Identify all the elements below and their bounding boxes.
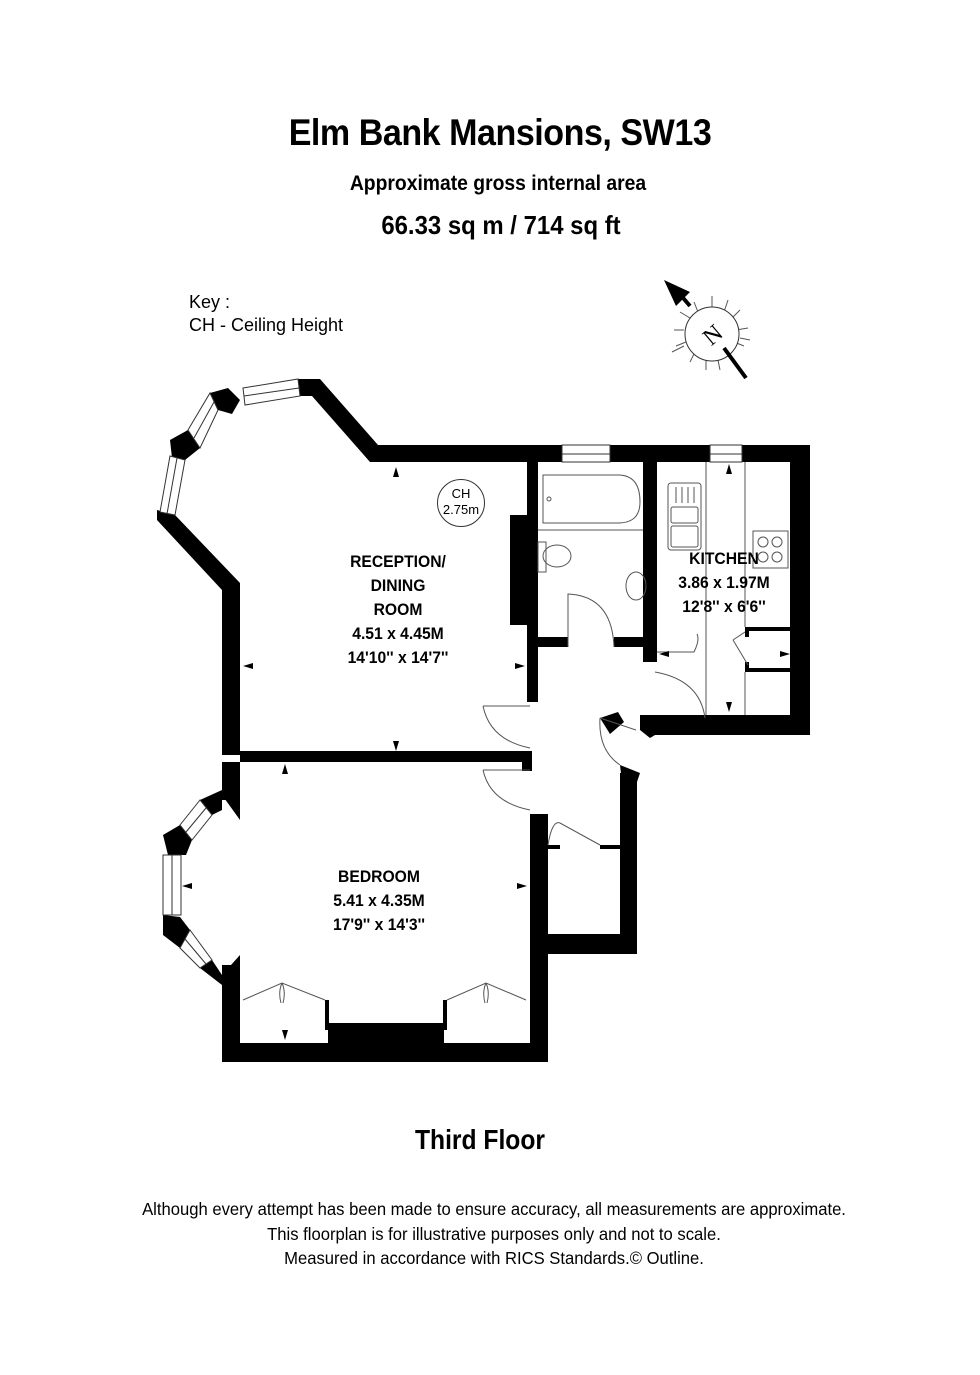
key-item-ceiling-height: CH - Ceiling Height <box>189 315 344 335</box>
room-name: ROOM <box>373 601 423 619</box>
floor-label: Third Floor <box>414 1124 546 1155</box>
room-dimensions-metric: 3.86 x 1.97M <box>678 574 770 592</box>
room-name: RECEPTION/ <box>350 553 446 571</box>
disclaimer-line: Although every attempt has been made to … <box>142 1199 846 1219</box>
toilet-bowl <box>542 544 572 568</box>
key-legend: Key : CH - Ceiling Height <box>189 291 343 337</box>
toilet-cistern <box>537 541 547 573</box>
fixtures <box>242 462 789 1004</box>
room-dimensions-imperial: 14'10'' x 14'7'' <box>347 649 449 667</box>
ceiling-height-code: CH <box>451 486 471 501</box>
bathtub <box>542 474 641 524</box>
room-name: DINING <box>370 577 426 595</box>
gross-internal-area: 66.33 sq m / 714 sq ft <box>381 210 621 240</box>
windows <box>159 378 743 969</box>
basin <box>625 571 647 601</box>
room-label-reception: RECEPTION/ DINING ROOM 4.51 x 4.45M 14'1… <box>305 550 491 670</box>
ceiling-height-badge: CH 2.75m <box>437 479 485 527</box>
kitchen-sink <box>667 482 702 551</box>
disclaimer-line: Measured in accordance with RICS Standar… <box>284 1248 704 1268</box>
room-name: KITCHEN <box>689 550 759 568</box>
dimension-markers <box>182 464 790 1040</box>
room-dimensions-imperial: 12'8'' x 6'6'' <box>682 598 766 616</box>
property-title: Elm Bank Mansions, SW13 <box>288 112 712 153</box>
room-dimensions-metric: 5.41 x 4.35M <box>333 892 425 910</box>
ceiling-height-value: 2.75m <box>442 502 480 517</box>
room-dimensions-imperial: 17'9'' x 14'3'' <box>332 916 426 934</box>
walls <box>157 379 810 1062</box>
room-name: BEDROOM <box>338 868 420 886</box>
hob <box>752 530 789 569</box>
room-dimensions-metric: 4.51 x 4.45M <box>352 625 444 643</box>
area-subtitle: Approximate gross internal area <box>349 172 647 195</box>
disclaimer: Although every attempt has been made to … <box>25 1197 964 1271</box>
north-arrow-icon: N <box>664 280 751 380</box>
room-label-bedroom: BEDROOM 5.41 x 4.35M 17'9'' x 14'3'' <box>304 865 454 937</box>
disclaimer-line: This floorplan is for illustrative purpo… <box>267 1223 721 1244</box>
key-heading: Key : <box>189 292 231 312</box>
room-label-kitchen: KITCHEN 3.86 x 1.97M 12'8'' x 6'6'' <box>654 547 795 619</box>
